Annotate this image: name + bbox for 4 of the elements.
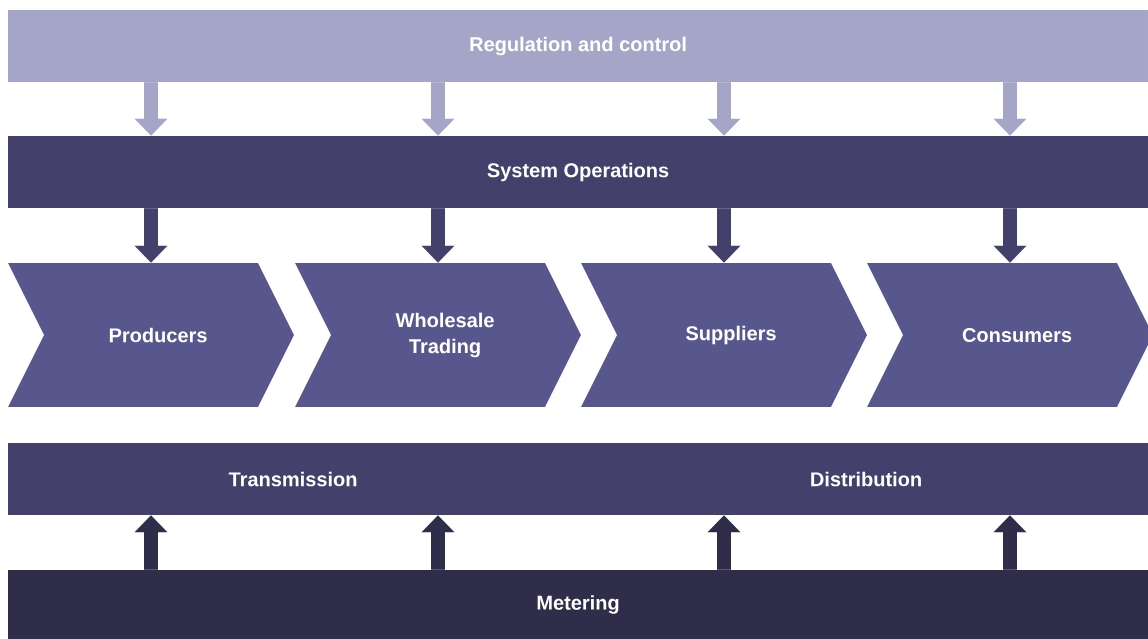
- band: Metering: [8, 570, 1148, 639]
- band: System Operations: [8, 136, 1148, 208]
- band: Transmission Distribution: [8, 443, 1148, 515]
- band: Regulation and control: [8, 10, 1148, 82]
